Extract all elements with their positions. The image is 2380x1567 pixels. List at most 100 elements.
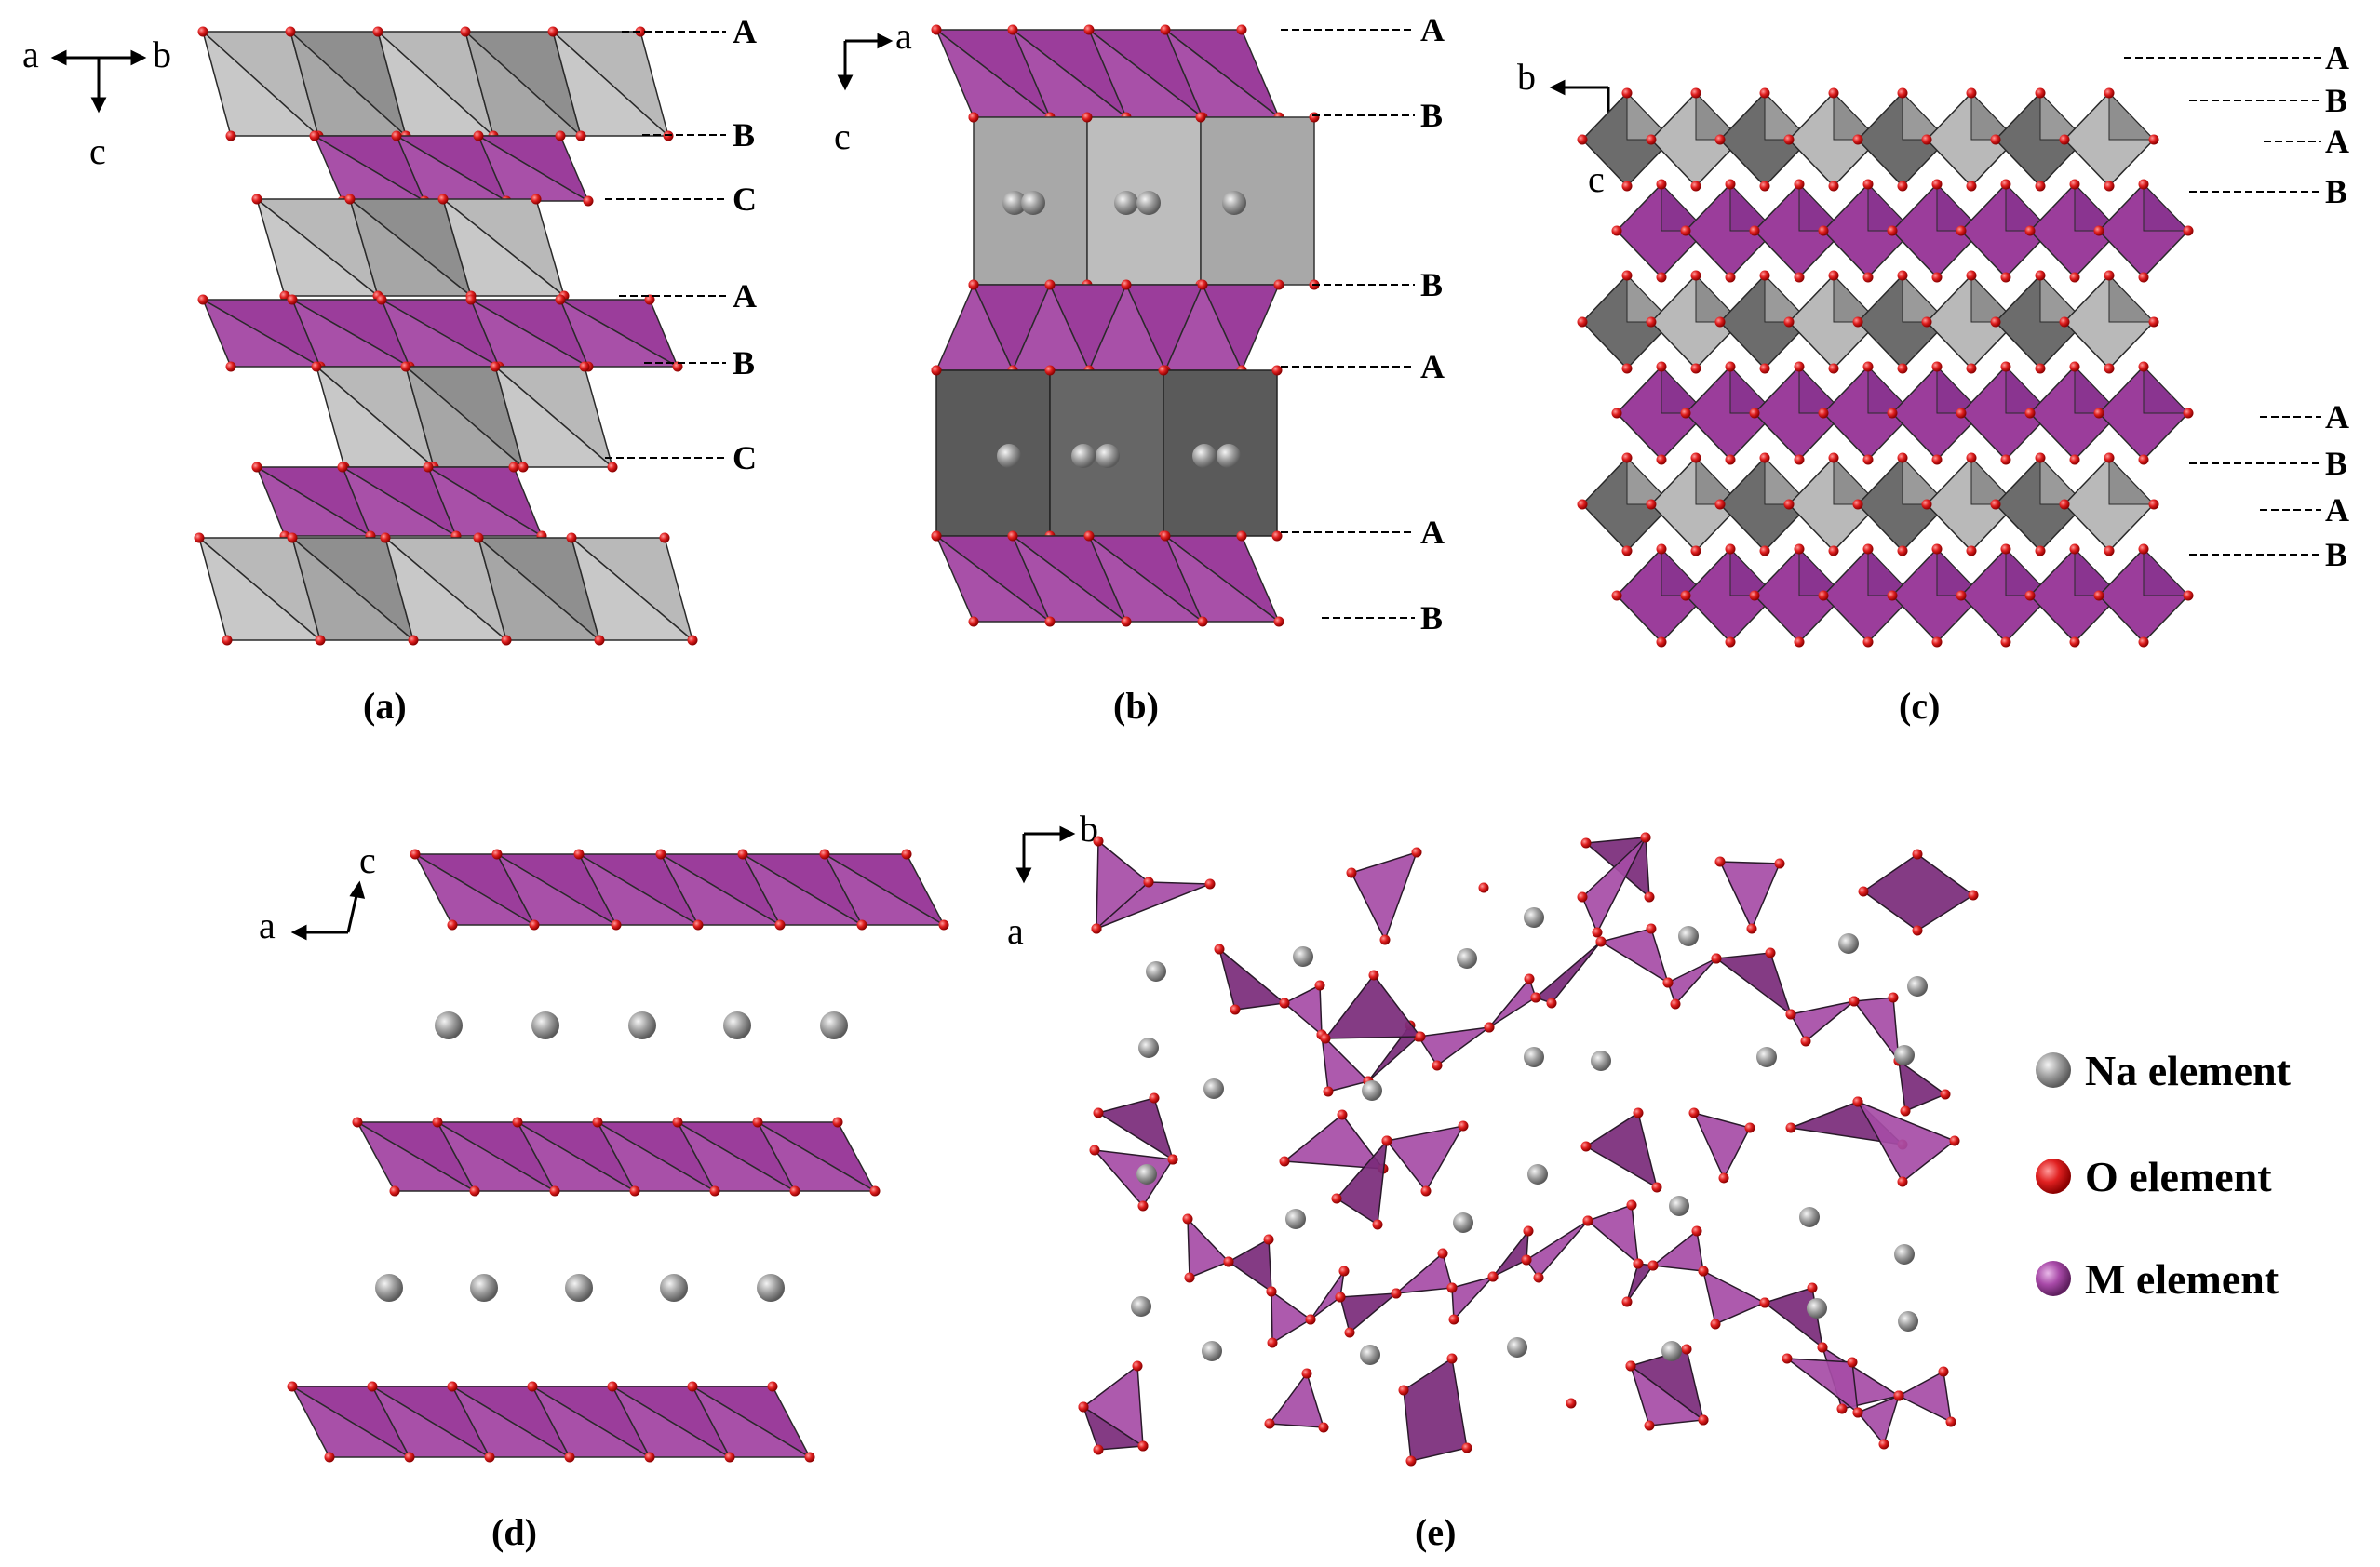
oxygen-atom <box>2069 454 2080 465</box>
oxygen-atom <box>579 361 590 372</box>
sodium-atom <box>997 444 1021 468</box>
oxygen-atom <box>2059 499 2070 510</box>
oxygen-atom <box>1267 1337 1278 1348</box>
polyhedron-face <box>1324 973 1422 1039</box>
oxygen-atom <box>1415 1031 1426 1042</box>
oxygen-atom <box>2069 272 2080 283</box>
polyhedron-face <box>1897 1370 1952 1424</box>
polyhedron-face <box>1701 1269 1767 1326</box>
oxygen-atom <box>1690 181 1701 192</box>
oxygen-atom <box>1746 923 1757 934</box>
oxygen-atom <box>1931 543 1943 555</box>
polyhedron-face <box>1385 1124 1465 1193</box>
polyhedron-face <box>1417 1026 1490 1067</box>
oxygen-atom <box>527 1381 538 1392</box>
polyhedron-face <box>1283 984 1323 1037</box>
oxygen-atom <box>1931 636 1943 648</box>
oxygen-atom <box>1966 545 1977 556</box>
oxygen-atom <box>2183 590 2194 601</box>
octahedron-face <box>493 364 615 468</box>
oxygen-atom <box>2093 590 2104 601</box>
oxygen-atom <box>1725 454 1736 465</box>
stack-label-guides-c <box>2124 57 2321 556</box>
polyhedron-face <box>1784 1358 1859 1414</box>
stack-label-c-2: B <box>2325 82 2347 119</box>
polyhedron-face <box>1599 928 1670 984</box>
polyhedron-face <box>1093 1149 1175 1208</box>
oxygen-atom <box>1044 365 1056 376</box>
oxygen-atom <box>222 635 233 646</box>
oxygen-atom <box>1794 272 1805 283</box>
oxygen-atom <box>1714 134 1726 145</box>
sodium-atom <box>1527 1164 1548 1185</box>
oxygen-atom <box>2093 408 2104 419</box>
oxygen-atom <box>869 1185 881 1197</box>
oxygen-atom <box>1897 87 1908 99</box>
oxygen-atom <box>2138 543 2149 555</box>
oxygen-atom <box>575 130 586 141</box>
oxygen-atom <box>2000 361 2011 372</box>
sodium-atom <box>1756 1047 1777 1067</box>
trigonal-prism <box>935 369 1051 537</box>
oxygen-atom <box>1828 87 1839 99</box>
octahedron-face <box>577 851 701 926</box>
oxygen-atom <box>1818 590 1829 601</box>
polyhedron-face <box>1629 1364 1705 1426</box>
sodium-atom <box>1894 1045 1915 1065</box>
axis-label-c: c <box>89 130 106 172</box>
oxygen-atom <box>566 532 577 543</box>
oxygen-atom <box>1263 1234 1274 1245</box>
octahedron-face <box>426 465 545 537</box>
oxygen-atom <box>1783 316 1795 328</box>
oxygen-atom <box>968 616 979 627</box>
octahedron-face <box>495 851 619 926</box>
oxygen-atom <box>1938 1366 1949 1377</box>
oxygen-atom <box>1158 365 1169 376</box>
oxygen-atom <box>1337 1109 1348 1120</box>
stack-label-c-3: A <box>2325 123 2349 160</box>
oxygen-atom <box>1688 1107 1700 1118</box>
sodium-atom <box>1807 1298 1827 1319</box>
oxygen-atom <box>2000 272 2011 283</box>
oxygen-atom <box>1966 363 1977 374</box>
oxygen-atom <box>1749 225 1760 236</box>
oxygen-atom <box>1651 1182 1662 1193</box>
oxygen-atom <box>2000 179 2011 190</box>
axis-triad-d: a c <box>259 839 376 946</box>
oxygen-atom <box>2138 454 2149 465</box>
o-atom-icon <box>2036 1159 2071 1194</box>
oxygen-atom <box>1794 636 1805 648</box>
polyhedron-face <box>1667 958 1717 1006</box>
oxygen-atom <box>1714 316 1726 328</box>
oxygen-atom <box>1794 179 1805 190</box>
sodium-atom <box>628 1011 656 1039</box>
oxygen-atom <box>1273 279 1284 290</box>
oxygen-atom <box>1785 1009 1796 1020</box>
octahedron-face <box>255 196 381 297</box>
oxygen-atom <box>1381 1135 1392 1146</box>
oxygen-atom <box>2059 316 2070 328</box>
oxygen-atom <box>1264 1418 1275 1429</box>
octahedron-face <box>741 851 865 926</box>
stack-label-b-5: A <box>1420 514 1445 551</box>
oxygen-atom <box>1621 1296 1633 1307</box>
layer-stack-d <box>287 849 949 1463</box>
oxygen-atom <box>1794 543 1805 555</box>
panel-a: a b c A B C A B C (a) <box>22 13 757 727</box>
oxygen-atom <box>1405 1455 1417 1467</box>
oxygen-atom <box>2059 134 2070 145</box>
stack-label-a-1: A <box>733 13 757 50</box>
oxygen-atom <box>1912 849 1923 860</box>
oxygen-atom <box>1437 1248 1448 1259</box>
octahedra-row-c-5 <box>1577 452 2159 556</box>
oxygen-atom <box>1167 1154 1178 1165</box>
oxygen-atom <box>752 1117 763 1128</box>
oxygen-atom <box>465 294 477 305</box>
oxygen-atom <box>1783 499 1795 510</box>
sodium-atom <box>757 1274 785 1302</box>
oxygen-atom <box>1966 270 1977 281</box>
oxygen-atom <box>1089 1145 1100 1156</box>
oxygen-atom <box>337 462 348 473</box>
sodium-atom <box>723 1011 751 1039</box>
oxygen-atom <box>1852 1407 1863 1418</box>
